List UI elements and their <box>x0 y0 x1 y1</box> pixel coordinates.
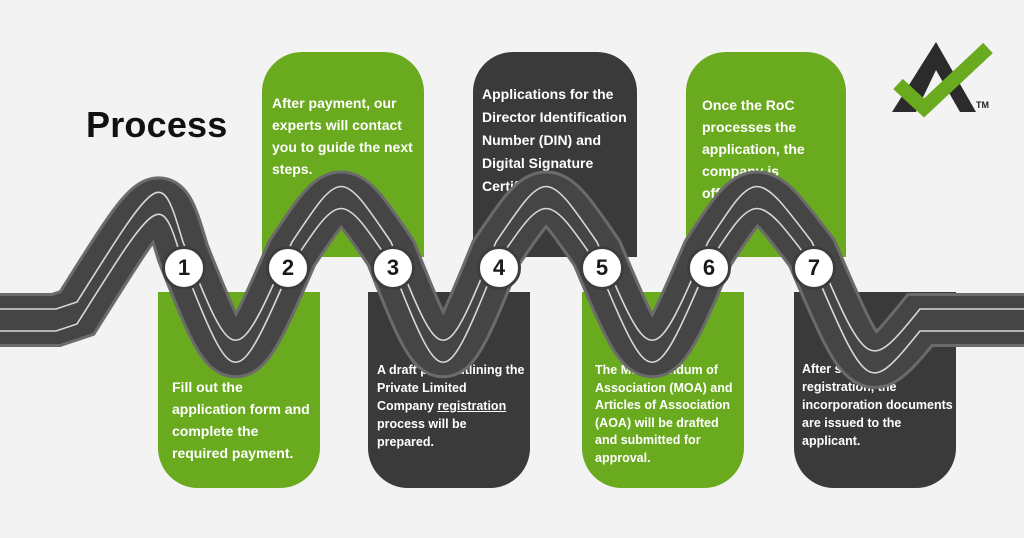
step-5-badge: 5 <box>580 246 624 290</box>
step-2-card: After payment, our experts will contact … <box>262 52 424 257</box>
step-1-badge: 1 <box>162 246 206 290</box>
step-7-badge: 7 <box>792 246 836 290</box>
lane-line-bottom <box>0 207 1024 374</box>
step-6-badge: 6 <box>687 246 731 290</box>
step-2-text: After payment, our experts will contact … <box>272 95 413 177</box>
step-3-text: A draft plan outlining the Private Limit… <box>377 361 525 451</box>
step-1-text: Fill out the application form and comple… <box>172 379 310 461</box>
trademark-label: TM <box>976 100 989 110</box>
checkmark-triangle-logo-icon <box>892 42 993 118</box>
registration-link[interactable]: registration <box>437 399 507 413</box>
page-title: Process <box>86 104 228 145</box>
step-3-text-after: process will be prepared. <box>377 417 467 449</box>
step-2-badge: 2 <box>266 246 310 290</box>
step-3-badge: 3 <box>371 246 415 290</box>
step-4-badge: 4 <box>477 246 521 290</box>
